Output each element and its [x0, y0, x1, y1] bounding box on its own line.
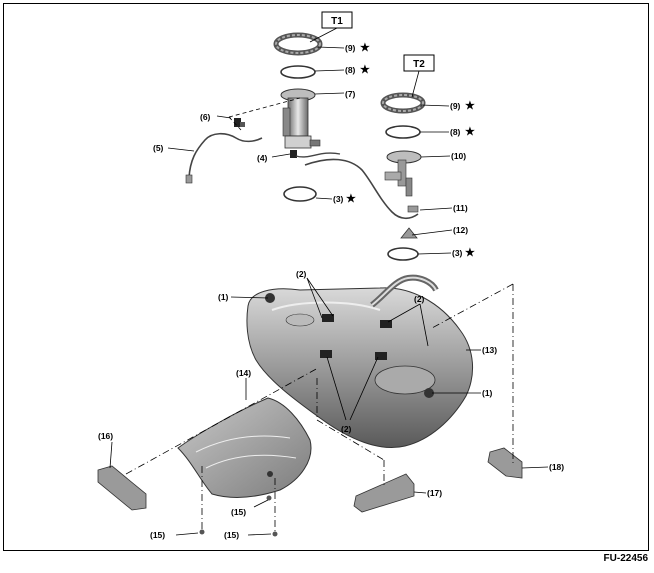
- callout-4: (4): [257, 153, 268, 163]
- star-9-t2: ★: [465, 100, 475, 112]
- callout-12: (12): [453, 225, 468, 235]
- callout-18: (18): [549, 462, 564, 472]
- callout-13: (13): [482, 345, 497, 355]
- ring-nut-t1: [273, 32, 323, 56]
- gasket-3-right: [387, 247, 419, 261]
- callout-9-t2: (9): [450, 101, 461, 111]
- callout-1-bottom: (1): [482, 388, 493, 398]
- callout-2-right: (2): [414, 294, 425, 304]
- callout-6: (6): [200, 112, 211, 122]
- bolt-15-a: [199, 529, 205, 535]
- gasket-3-left: [283, 186, 317, 202]
- callout-2-top: (2): [296, 269, 307, 279]
- star-3-left: ★: [346, 193, 356, 205]
- star-9-t1: ★: [360, 42, 370, 54]
- ring-nut-t2: [380, 92, 426, 114]
- callout-1-top: (1): [218, 292, 229, 302]
- heat-shield-14: [177, 397, 312, 498]
- protector-18: [487, 447, 523, 479]
- protector-17: [353, 473, 415, 513]
- protector-16: [97, 465, 147, 511]
- callout-11: (11): [453, 203, 468, 213]
- callout-3-right: (3): [452, 248, 463, 258]
- tool-box-t2: T2: [403, 54, 435, 98]
- fuel-level-sensor-10: [384, 150, 422, 197]
- callout-17: (17): [427, 488, 442, 498]
- callout-9-t1: (9): [345, 43, 356, 53]
- tool-label-t2: T2: [413, 59, 425, 70]
- fuel-pump-assembly: [280, 88, 321, 149]
- bolt-15-c: [266, 495, 272, 501]
- callout-15-b: (15): [231, 507, 246, 517]
- callout-16: (16): [98, 431, 113, 441]
- fuel-tank-13: [246, 274, 474, 449]
- callout-5: (5): [153, 143, 164, 153]
- connector-6: [228, 97, 301, 131]
- gasket-t2: [385, 125, 421, 139]
- gasket-t1: [280, 65, 316, 79]
- callout-10: (10): [451, 151, 466, 161]
- leader-lines: [109, 46, 549, 536]
- callout-15-a: (15): [150, 530, 165, 540]
- callout-8-t1: (8): [345, 65, 356, 75]
- callout-3-left: (3): [333, 194, 344, 204]
- star-3-right: ★: [465, 247, 475, 259]
- fuel-line-11: [304, 158, 419, 220]
- callout-14: (14): [236, 368, 251, 378]
- tool-label-t1: T1: [331, 16, 343, 27]
- callout-8-t2: (8): [450, 127, 461, 137]
- connector-4: [290, 150, 341, 158]
- alignment-lines: [125, 283, 514, 534]
- tool-box-t1: T1: [309, 11, 353, 43]
- star-8-t1: ★: [360, 64, 370, 76]
- bolt-15-b: [272, 531, 278, 537]
- jet-pump-12: [400, 227, 418, 239]
- fuel-hose-5: [185, 132, 263, 184]
- star-8-t2: ★: [465, 126, 475, 138]
- diagram-frame: [3, 3, 649, 551]
- callout-2-bottom: (2): [341, 424, 352, 434]
- callout-15-c: (15): [224, 530, 239, 540]
- callout-7: (7): [345, 89, 356, 99]
- figure-code: FU-22456: [603, 553, 648, 564]
